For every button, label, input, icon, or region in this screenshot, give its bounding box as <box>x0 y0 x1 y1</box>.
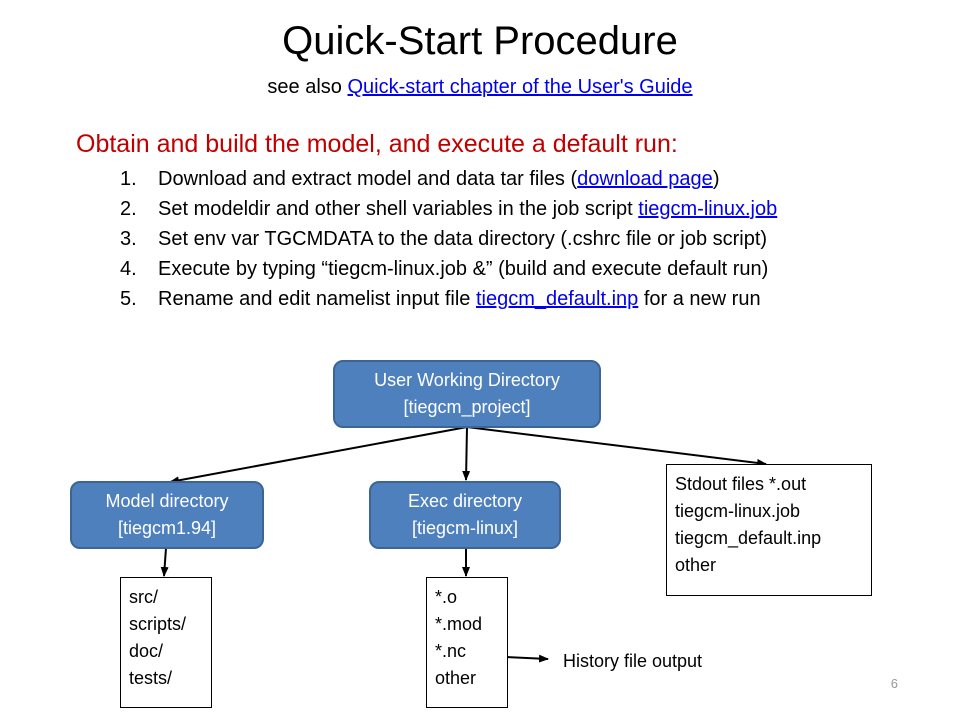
exec-box-line1: Exec directory <box>407 491 523 511</box>
exec-files-box: *.o *.mod *.nc other <box>426 577 508 708</box>
exec-box-line2: [tiegcm-linux] <box>411 518 518 538</box>
exec-file-item: *.o <box>435 587 458 607</box>
stdout-files-box: Stdout files *.out tiegcm-linux.job tieg… <box>666 464 872 596</box>
user-working-directory-box: User Working Directory [tiegcm_project] <box>333 360 601 428</box>
stdout-item: Stdout files *.out <box>675 474 807 494</box>
arrow-to-model-files <box>160 547 169 577</box>
namelist-file-link[interactable]: tiegcm_default.inp <box>475 288 639 310</box>
exec-file-item: *.mod <box>435 614 483 634</box>
exec-directory-box: Exec directory [tiegcm-linux] <box>369 481 561 549</box>
section-heading: Obtain and build the model, and execute … <box>76 130 678 158</box>
arrow-to-stdout <box>466 426 767 467</box>
steps-list: 1.Download and extract model and data ta… <box>120 164 777 314</box>
exec-file-item: other <box>435 668 477 688</box>
model-file-item: doc/ <box>129 641 164 661</box>
step-4: 4.Execute by typing “tiegcm-linux.job &”… <box>120 258 769 280</box>
stdout-item: tiegcm-linux.job <box>675 501 801 521</box>
users-guide-link[interactable]: Quick-start chapter of the User's Guide <box>347 76 693 98</box>
subtitle: see also Quick-start chapter of the User… <box>0 74 960 100</box>
stdout-item: tiegcm_default.inp <box>675 528 822 548</box>
model-box-line1: Model directory <box>105 491 229 511</box>
model-box-line2: [tiegcm1.94] <box>117 518 217 538</box>
stdout-item: other <box>675 555 717 575</box>
job-script-link[interactable]: tiegcm-linux.job <box>638 198 778 220</box>
arrow-to-exec <box>462 426 471 481</box>
model-files-box: src/ scripts/ doc/ tests/ <box>120 577 212 708</box>
slide-title: Quick-Start Procedure <box>282 19 678 63</box>
root-box-line1: User Working Directory <box>374 370 560 390</box>
history-file-output-label: History file output <box>563 651 703 671</box>
step-2: 2.Set modeldir and other shell variables… <box>120 198 778 220</box>
model-file-item: src/ <box>129 587 158 607</box>
page-number: 6 <box>890 676 898 691</box>
model-directory-box: Model directory [tiegcm1.94] <box>70 481 264 549</box>
step-3: 3.Set env var TGCMDATA to the data direc… <box>120 228 768 250</box>
subtitle-prefix: see also <box>267 76 348 98</box>
download-page-link[interactable]: download page <box>577 168 713 190</box>
step-5: 5.Rename and edit namelist input file ti… <box>120 288 761 310</box>
model-file-item: tests/ <box>129 668 173 688</box>
exec-file-item: *.nc <box>435 641 467 661</box>
model-file-item: scripts/ <box>129 614 187 634</box>
arrow-to-model <box>169 426 468 485</box>
root-box-line2: [tiegcm_project] <box>403 397 531 417</box>
step-1: 1.Download and extract model and data ta… <box>120 168 720 190</box>
